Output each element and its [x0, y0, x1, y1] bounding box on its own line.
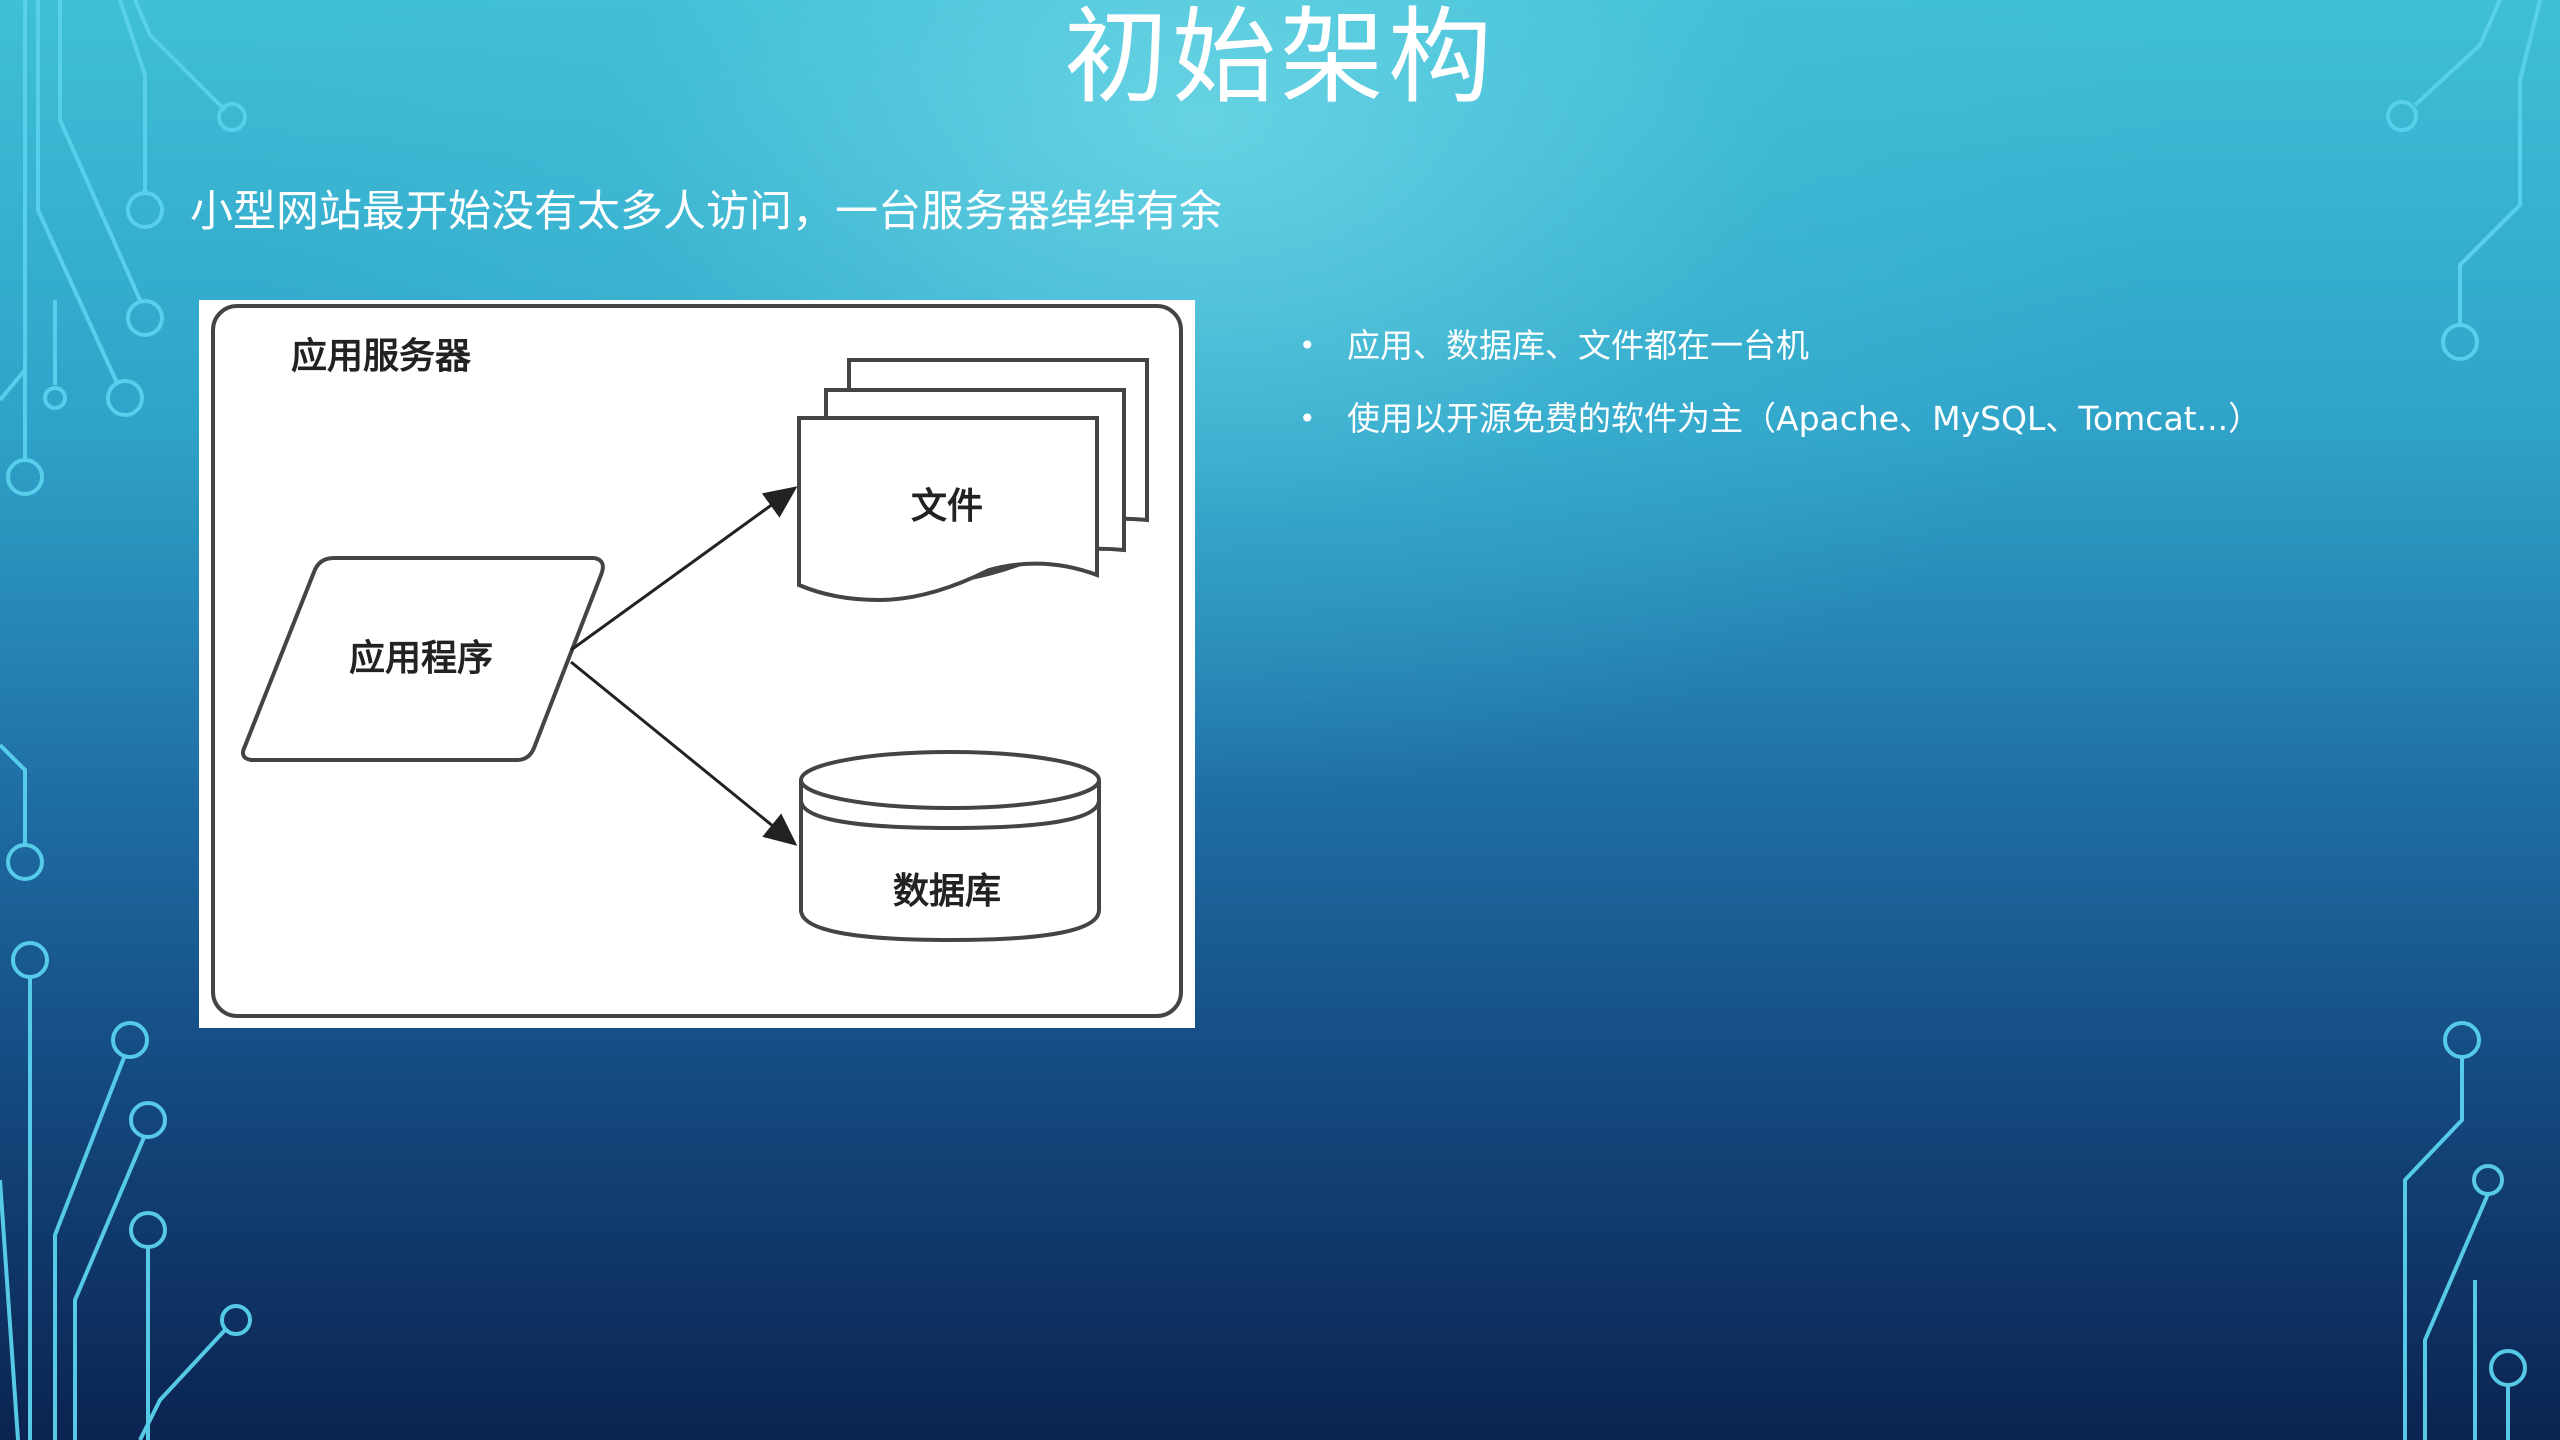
database-label: 数据库: [893, 871, 1001, 912]
file-page-front: [797, 416, 1099, 603]
circuit-node: [111, 1021, 149, 1059]
bullet-item: • 使用以开源免费的软件为主（Apache、MySQL、Tomcat...）: [1295, 395, 2261, 443]
circuit-node: [126, 191, 164, 229]
arrow-app-to-file: [570, 486, 798, 652]
bullet-text: 应用、数据库、文件都在一台机: [1347, 326, 1809, 365]
circuit-trace: [53, 1054, 127, 1440]
circuit-node: [6, 458, 44, 496]
circuit-node: [2489, 1349, 2527, 1387]
bullet-text: 使用以开源免费的软件为主（Apache、MySQL、Tomcat...）: [1347, 399, 2262, 438]
bullet-item: • 应用、数据库、文件都在一台机: [1295, 322, 2261, 370]
architecture-diagram-svg: 应用服务器 应用程序 文件 数据库: [211, 304, 1183, 1018]
circuit-node: [2472, 1164, 2504, 1196]
circuit-node: [129, 1211, 167, 1249]
database-top: [799, 750, 1101, 810]
circuit-node: [11, 941, 49, 979]
circuit-node: [106, 379, 144, 417]
circuit-trace: [0, 1179, 20, 1440]
circuit-trace: [73, 1134, 147, 1440]
application-label: 应用程序: [349, 638, 493, 679]
circuit-trace: [2403, 1057, 2464, 1440]
application-shape: [241, 556, 605, 762]
file-label: 文件: [911, 486, 983, 527]
arrow-app-to-database: [570, 660, 798, 846]
architecture-diagram: 应用服务器 应用程序 文件 数据库: [199, 300, 1195, 1028]
circuit-node: [126, 299, 164, 337]
bullet-list: • 应用、数据库、文件都在一台机 • 使用以开源免费的软件为主（Apache、M…: [1295, 322, 2261, 468]
bullet-dot-icon: •: [1299, 329, 1316, 362]
database-body: [799, 780, 1101, 943]
bullet-dot-icon: •: [1299, 402, 1316, 435]
circuit-trace: [138, 1328, 227, 1440]
server-container-label: 应用服务器: [291, 336, 472, 377]
circuit-node: [220, 1304, 252, 1336]
circuit-node: [6, 843, 44, 881]
slide-subtitle: 小型网站最开始没有太多人访问，一台服务器绰绰有余: [190, 187, 1222, 237]
database-ring: [799, 799, 1101, 831]
circuit-node: [2441, 323, 2479, 361]
circuit-node: [129, 1101, 167, 1139]
circuit-trace: [0, 743, 27, 845]
circuit-node: [43, 386, 67, 410]
slide-title: 初始架构: [1063, 0, 1496, 118]
circuit-node: [2443, 1021, 2481, 1059]
circuit-trace: [2423, 1193, 2490, 1440]
